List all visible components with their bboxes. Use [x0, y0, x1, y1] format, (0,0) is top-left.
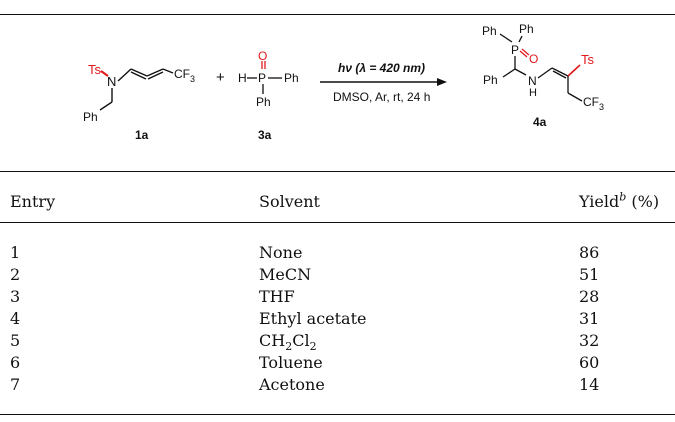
solvent-formula-subscript: 2	[309, 340, 317, 354]
reagent-3a-p: P	[258, 71, 266, 85]
row-yield: 14	[579, 375, 600, 394]
reaction-scheme-svg: Ts N CF3 Ph 1a + H P O P	[83, 22, 604, 142]
arrow-condition-light: hν (λ = 420 nm)	[338, 61, 425, 75]
reagent-3a-ph-bottom: Ph	[256, 95, 271, 109]
header-entry: Entry	[10, 192, 56, 211]
row-solvent: MeCN	[259, 265, 312, 284]
reagent-1a-ts-bond	[100, 70, 109, 77]
solvent-formula-part: Cl	[292, 331, 310, 350]
reagent-3a-ph-right: Ph	[284, 71, 299, 85]
reagent-3a-h: H	[238, 71, 247, 85]
product-4a-o: O	[529, 52, 538, 66]
reaction-scheme: Ts N CF3 Ph 1a + H P O P	[0, 18, 675, 166]
row-yield: 28	[579, 287, 600, 306]
row-solvent: Acetone	[259, 375, 325, 394]
row-solvent: None	[259, 243, 303, 262]
table-row: 6 Toluene 60	[0, 354, 675, 376]
arrow-condition-solvent: DMSO, Ar, rt, 24 h	[333, 90, 430, 104]
product-4a-structure: Ph Ph P O Ph N H Ts CF3 4a	[482, 22, 604, 129]
solvent-formula-part: CH	[259, 331, 286, 350]
reagent-1a-ts: Ts	[88, 62, 102, 77]
reagent-1a-cf3: CF3	[174, 67, 195, 84]
header-yield-superscript: b	[619, 190, 627, 204]
row-entry: 2	[10, 265, 21, 284]
reagent-1a-structure: Ts N CF3 Ph 1a	[83, 62, 195, 142]
reagent-3a-o: O	[258, 49, 267, 63]
row-solvent: CH2Cl2	[259, 331, 317, 354]
row-solvent: Ethyl acetate	[259, 309, 367, 328]
product-4a-n: N	[528, 74, 537, 88]
header-yield-unit: (%)	[626, 192, 660, 211]
table-top-rule	[0, 14, 675, 15]
header-yield-label: Yield	[579, 192, 620, 211]
label-4a: 4a	[533, 115, 547, 129]
table-row: 7 Acetone 14	[0, 376, 675, 398]
reagent-3a-structure: H P O Ph Ph 3a	[238, 49, 299, 142]
product-4a-ph1: Ph	[482, 24, 497, 38]
label-3a: 3a	[258, 128, 272, 142]
product-4a-ts: Ts	[581, 52, 595, 67]
row-entry: 7	[10, 375, 21, 394]
row-entry: 3	[10, 287, 21, 306]
header-bottom-rule	[0, 222, 675, 223]
table-row: 4 Ethyl acetate 31	[0, 310, 675, 332]
product-4a-cf3: CF3	[583, 95, 604, 112]
row-entry: 4	[10, 309, 21, 328]
label-1a: 1a	[135, 128, 149, 142]
reaction-arrow: hν (λ = 420 nm) DMSO, Ar, rt, 24 h	[320, 61, 447, 104]
row-solvent: Toluene	[259, 353, 323, 372]
product-4a-h: H	[529, 87, 537, 99]
row-entry: 5	[10, 331, 21, 350]
scheme-bottom-rule	[0, 171, 675, 172]
row-entry: 1	[10, 243, 21, 262]
row-yield: 86	[579, 243, 600, 262]
header-solvent: Solvent	[259, 192, 320, 211]
plus-sign: +	[216, 69, 225, 86]
row-yield: 31	[579, 309, 600, 328]
row-yield: 60	[579, 353, 600, 372]
product-4a-ph2: Ph	[519, 22, 534, 36]
product-4a-p: P	[511, 43, 519, 57]
solvent-formula-subscript: 2	[285, 340, 293, 354]
row-yield: 32	[579, 331, 600, 350]
table-row: 2 MeCN 51	[0, 266, 675, 288]
row-yield: 51	[579, 265, 600, 284]
product-4a-ph3: Ph	[483, 73, 498, 87]
table-row: 1 None 86	[0, 244, 675, 266]
reagent-1a-n: N	[107, 74, 116, 89]
header-yield: Yieldb (%)	[579, 190, 660, 211]
row-solvent: THF	[259, 287, 295, 306]
table-row: 5 CH2Cl2 32	[0, 332, 675, 354]
row-entry: 6	[10, 353, 21, 372]
reagent-1a-ph: Ph	[83, 110, 98, 124]
table-row: 3 THF 28	[0, 288, 675, 310]
table-bottom-rule	[0, 414, 675, 415]
